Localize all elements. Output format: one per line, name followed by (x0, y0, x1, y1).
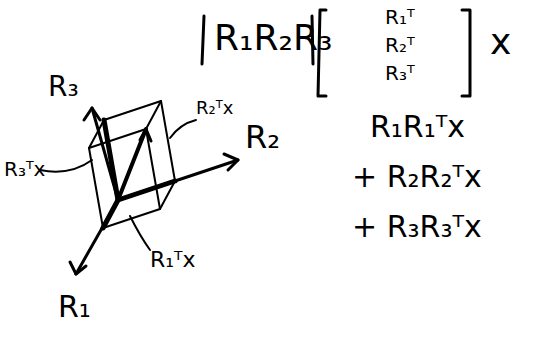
math-label: x (490, 22, 511, 62)
component-vectors (103, 120, 175, 228)
math-label: R₂ (245, 120, 280, 155)
math-label: R₁R₂R₃ (214, 18, 332, 58)
math-label: R₂ᵀx (196, 98, 233, 118)
math-label: R₁R₁ᵀx (370, 110, 465, 143)
math-label: R₃ᵀ (385, 62, 415, 84)
math-label: + R₂R₂ᵀx (352, 160, 482, 193)
leader-line (40, 160, 92, 172)
leader-line (130, 216, 150, 250)
arrowhead (140, 129, 151, 141)
arrowhead (70, 262, 86, 274)
arrowhead (84, 108, 100, 120)
math-label: R₁ᵀx (150, 248, 196, 272)
matrix-bracket (202, 16, 204, 64)
math-label: + R₃R₃ᵀx (352, 210, 482, 243)
math-label: R₃ᵀx (4, 158, 45, 180)
math-label: R₁ᵀ (385, 6, 415, 28)
axis-line (118, 160, 238, 200)
box-edges (89, 101, 175, 228)
axis-line (76, 200, 118, 274)
math-label: R₁ (58, 290, 91, 323)
matrix-bracket (462, 10, 470, 96)
leader-line (170, 120, 196, 138)
math-label: R₂ᵀ (385, 34, 415, 56)
math-label: R₃ (48, 72, 79, 103)
arrowhead (224, 154, 238, 170)
